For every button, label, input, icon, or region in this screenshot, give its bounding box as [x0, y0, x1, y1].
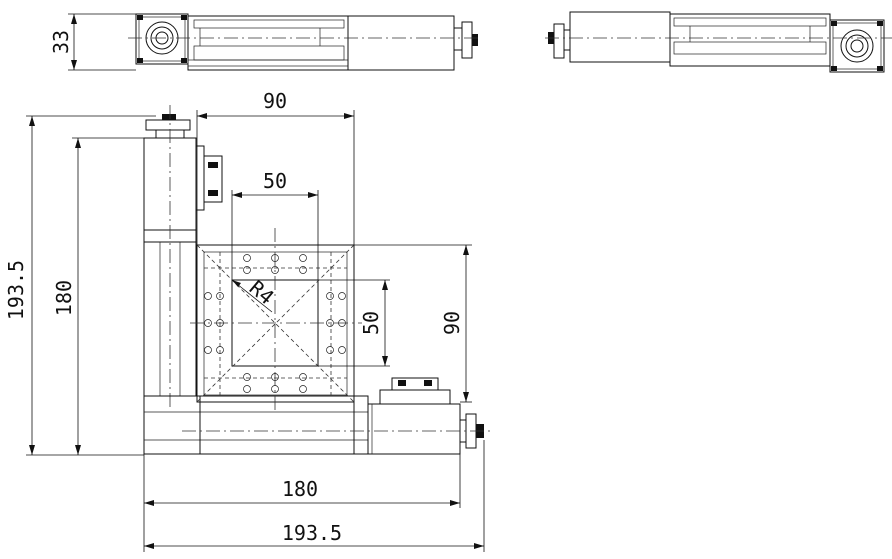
dim-table-inner-width: 50 — [263, 169, 287, 193]
main-view: R4 — [143, 105, 490, 455]
dim-table-height: 90 — [440, 311, 464, 335]
dim-overall-width: 193.5 — [282, 521, 342, 545]
top-left-view: 33 — [49, 13, 480, 71]
dim-table-inner-height: 50 — [359, 311, 383, 335]
dim-base-width: 180 — [282, 477, 318, 501]
dim-overall-height: 193.5 — [4, 260, 28, 320]
dim-slider-width: 90 — [263, 89, 287, 113]
dimensions: 90 50 50 90 193.5 180 — [4, 89, 485, 552]
dim-column-height: 180 — [52, 280, 76, 316]
top-right-view — [545, 11, 892, 73]
dim-top-height: 33 — [49, 30, 73, 54]
mounting-holes — [204, 254, 346, 393]
dim-corner-radius: R4 — [245, 275, 279, 309]
